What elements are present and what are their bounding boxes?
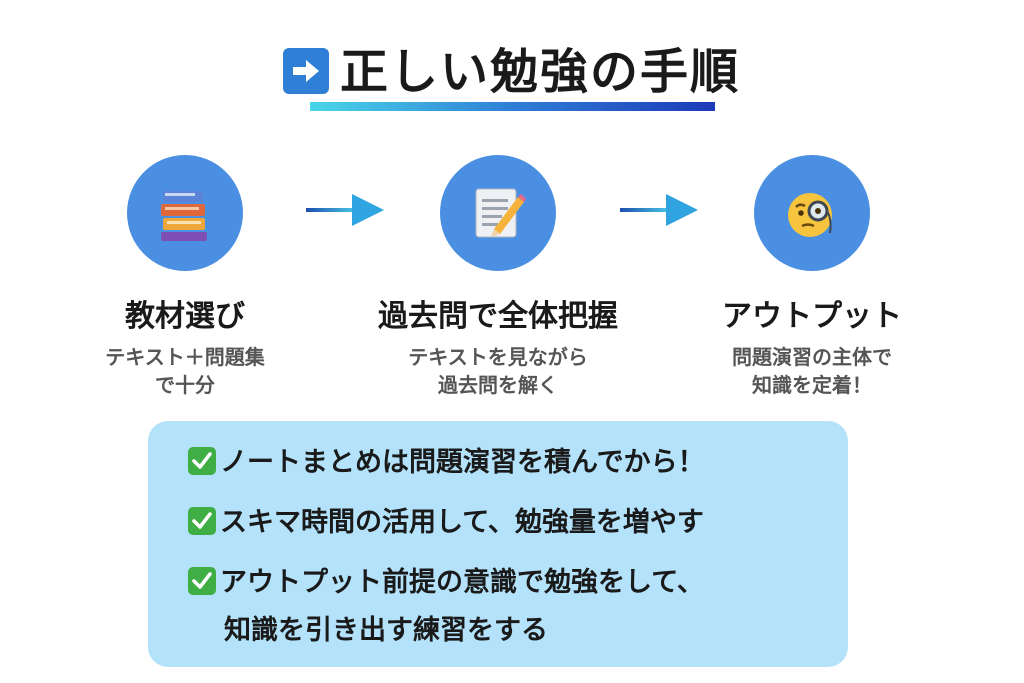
page-title: 正しい勉強の手順 bbox=[340, 44, 741, 100]
step-2-title: 過去問で全体把握 bbox=[378, 299, 618, 334]
tip-text-1: ノートまとめは問題演習を積んでから！ bbox=[220, 447, 705, 478]
tip-item-3: アウトプット前提の意識で勉強をして、 知識を引き出す練習をする bbox=[188, 565, 704, 649]
step-2: 過去問で全体把握 テキストを見ながら 過去問を解く bbox=[368, 155, 628, 399]
step-2-circle bbox=[440, 155, 556, 271]
title-section: 正しい勉強の手順 bbox=[0, 40, 1024, 120]
step-2-desc-line2: 過去問を解く bbox=[438, 373, 558, 397]
books-icon bbox=[161, 191, 207, 241]
check-icon bbox=[188, 567, 216, 595]
tip-item-2: スキマ時間の活用して、勉強量を増やす bbox=[188, 505, 704, 541]
arrow-right-icon bbox=[620, 194, 698, 226]
step-1-desc: テキスト＋問題集 で十分 bbox=[55, 343, 315, 399]
step-1: 教材選び テキスト＋問題集 で十分 bbox=[55, 155, 315, 399]
step-3-title: アウトプット bbox=[722, 299, 902, 334]
tip-item-1: ノートまとめは問題演習を積んでから！ bbox=[188, 445, 705, 481]
check-icon bbox=[188, 447, 216, 475]
step-1-desc-line2: で十分 bbox=[155, 373, 215, 397]
tip-text-2: スキマ時間の活用して、勉強量を増やす bbox=[220, 507, 704, 538]
monocle-face-icon bbox=[788, 193, 832, 237]
step-2-desc: テキストを見ながら 過去問を解く bbox=[368, 343, 628, 399]
title-underline bbox=[310, 102, 715, 111]
tips-box: ノートまとめは問題演習を積んでから！ スキマ時間の活用して、勉強量を増やす アウ… bbox=[148, 421, 848, 667]
right-arrow-icon bbox=[283, 48, 329, 94]
step-3-desc: 問題演習の主体で 知識を定着！ bbox=[682, 343, 942, 399]
step-1-circle bbox=[127, 155, 243, 271]
tip-text-3-line2: 知識を引き出す練習をする bbox=[224, 615, 548, 646]
step-2-desc-line1: テキストを見ながら bbox=[408, 345, 588, 369]
step-3: アウトプット 問題演習の主体で 知識を定着！ bbox=[682, 155, 942, 399]
step-3-circle bbox=[754, 155, 870, 271]
step-1-desc-line1: テキスト＋問題集 bbox=[105, 345, 265, 369]
arrow-right-icon bbox=[306, 194, 384, 226]
step-1-title: 教材選び bbox=[125, 299, 245, 334]
step-3-desc-line2: 知識を定着！ bbox=[752, 373, 872, 397]
step-3-desc-line1: 問題演習の主体で bbox=[732, 345, 892, 369]
check-icon bbox=[188, 507, 216, 535]
tip-text-3: アウトプット前提の意識で勉強をして、 bbox=[220, 567, 704, 598]
memo-pencil-icon bbox=[475, 188, 526, 238]
